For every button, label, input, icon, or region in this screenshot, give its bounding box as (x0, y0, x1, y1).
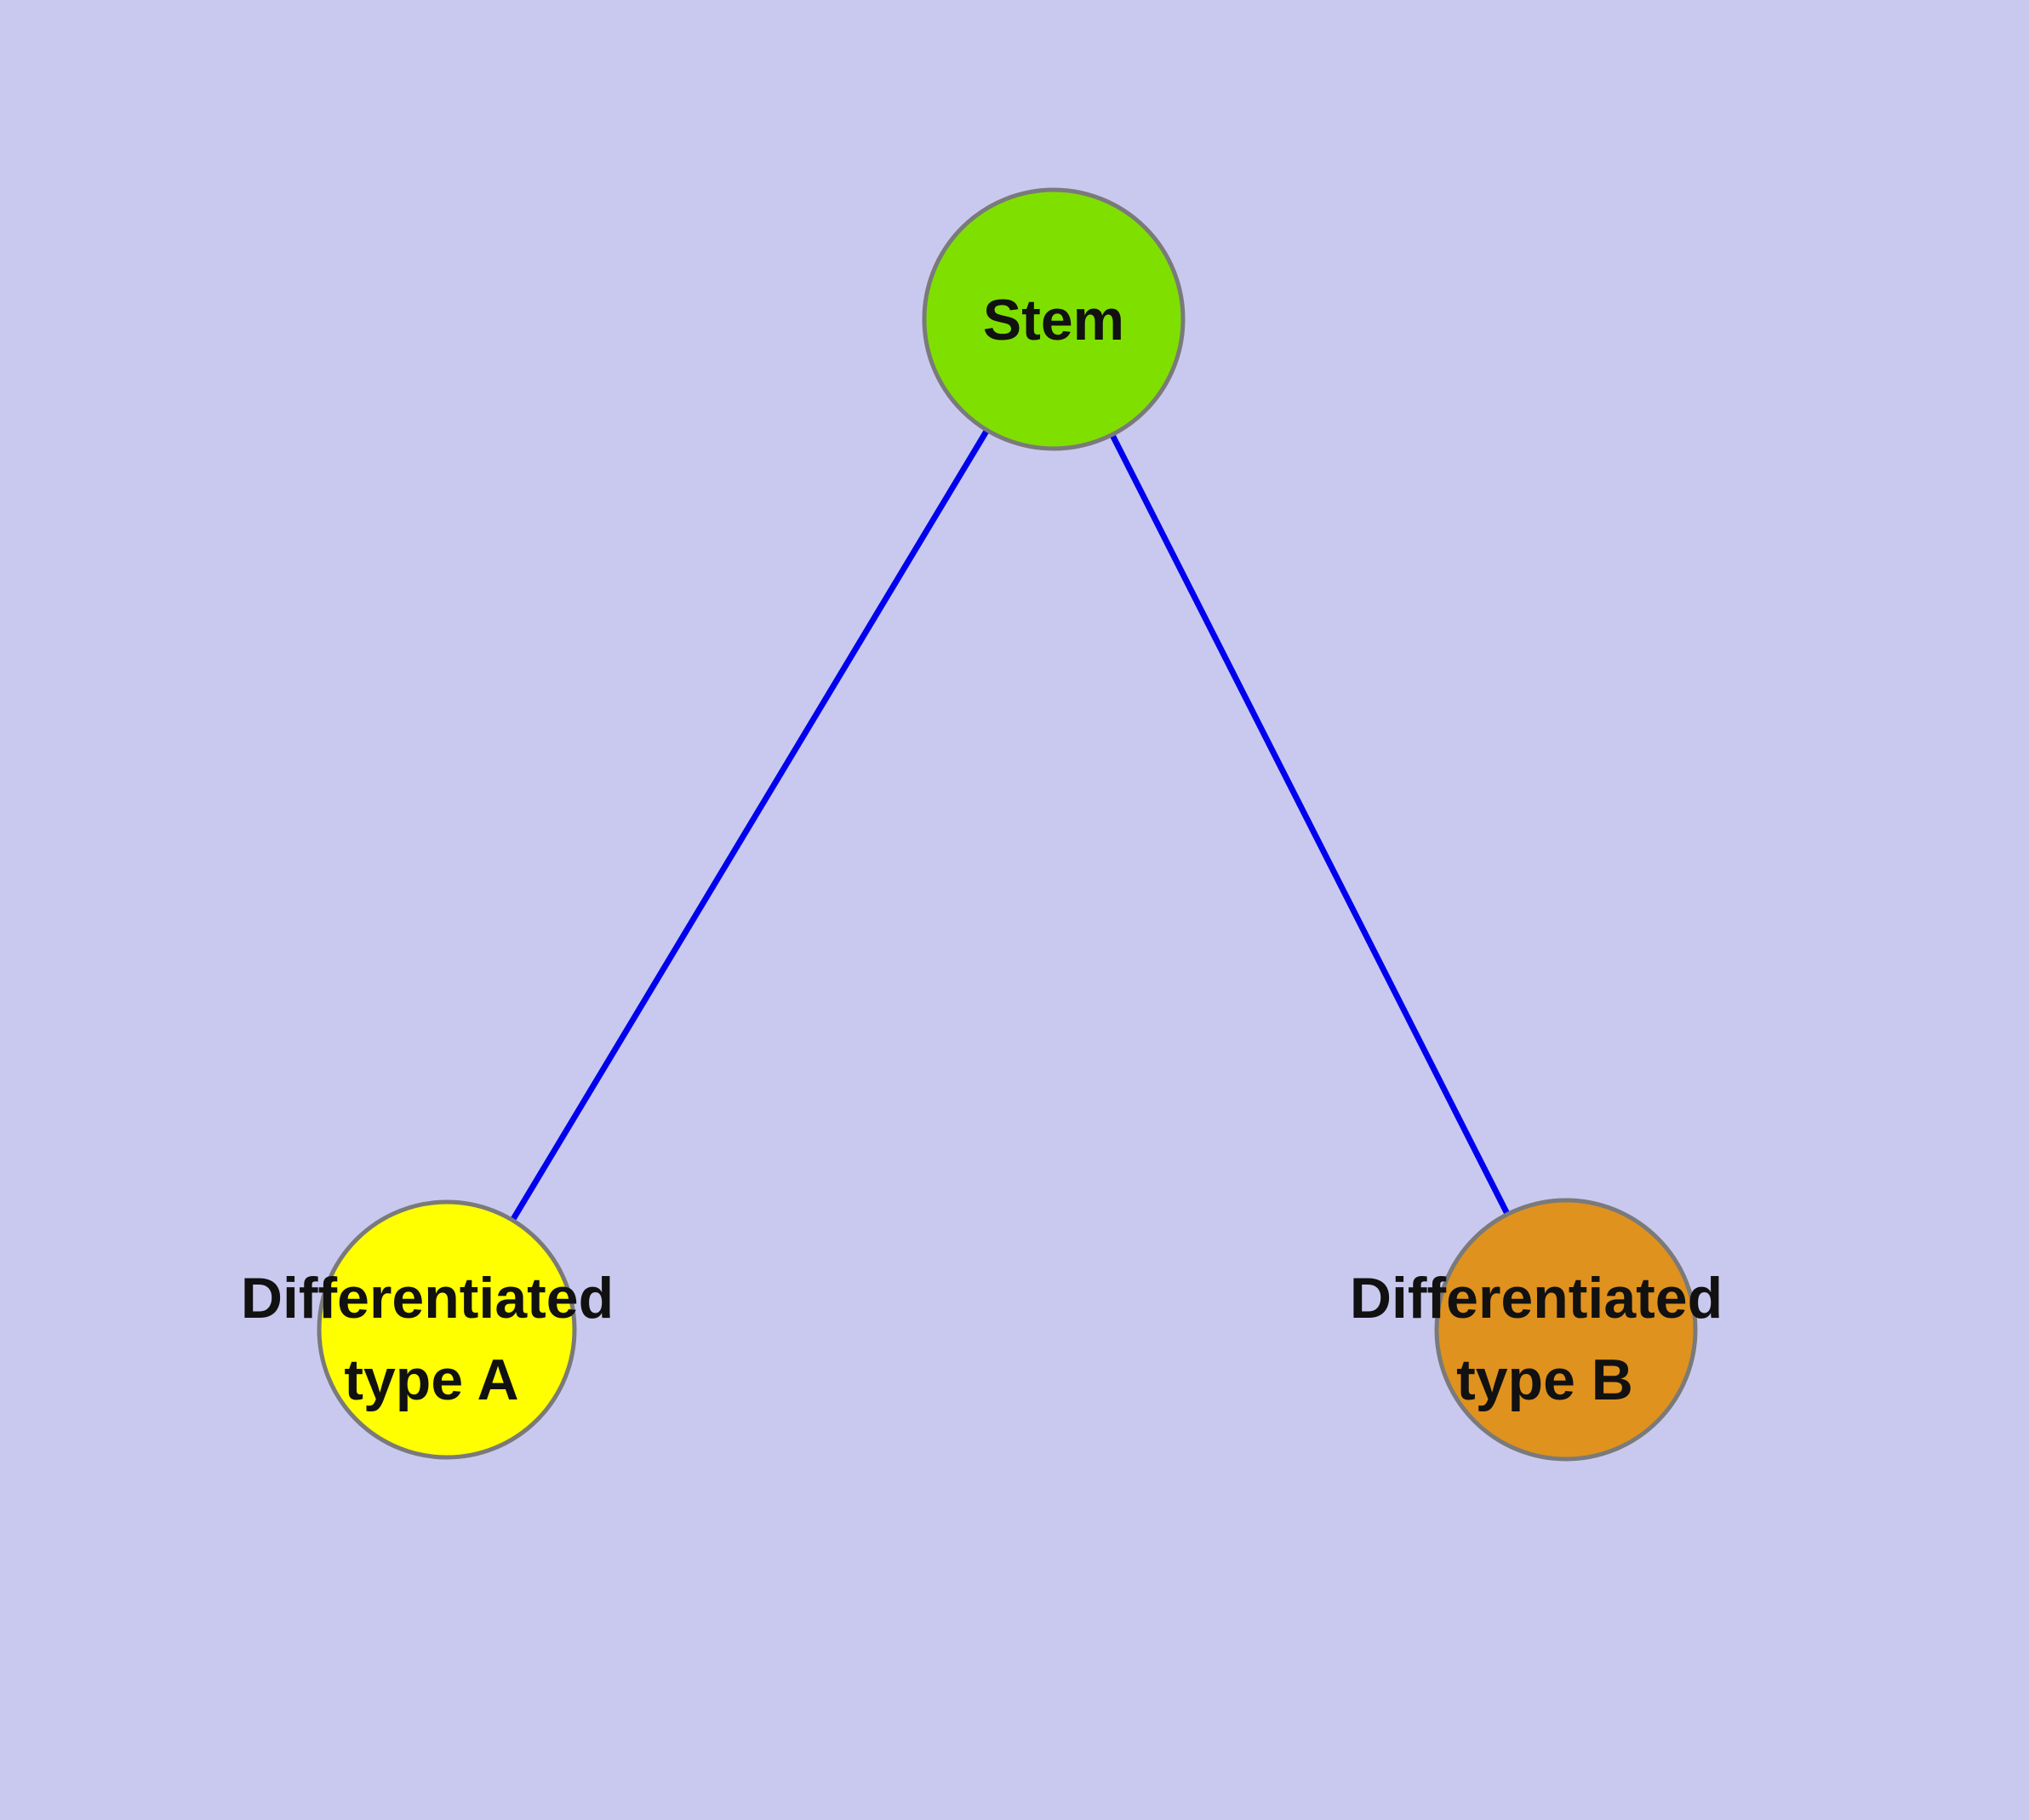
edge-stem-to-type-b (1050, 318, 1569, 1331)
type-b-node-label-line1: Differentiated (1350, 1266, 1723, 1331)
type-a-node-label-line2: type A (344, 1348, 518, 1412)
type-a-node-label-line1: Differentiated (241, 1266, 614, 1331)
type-b-node-label-line2: type B (1456, 1348, 1633, 1412)
stem-node-label: Stem (983, 288, 1124, 352)
type-a-node (317, 1199, 577, 1460)
type-b-node (1434, 1198, 1698, 1462)
edge-stem-to-type-a (443, 318, 1057, 1331)
stem-node (922, 187, 1186, 451)
